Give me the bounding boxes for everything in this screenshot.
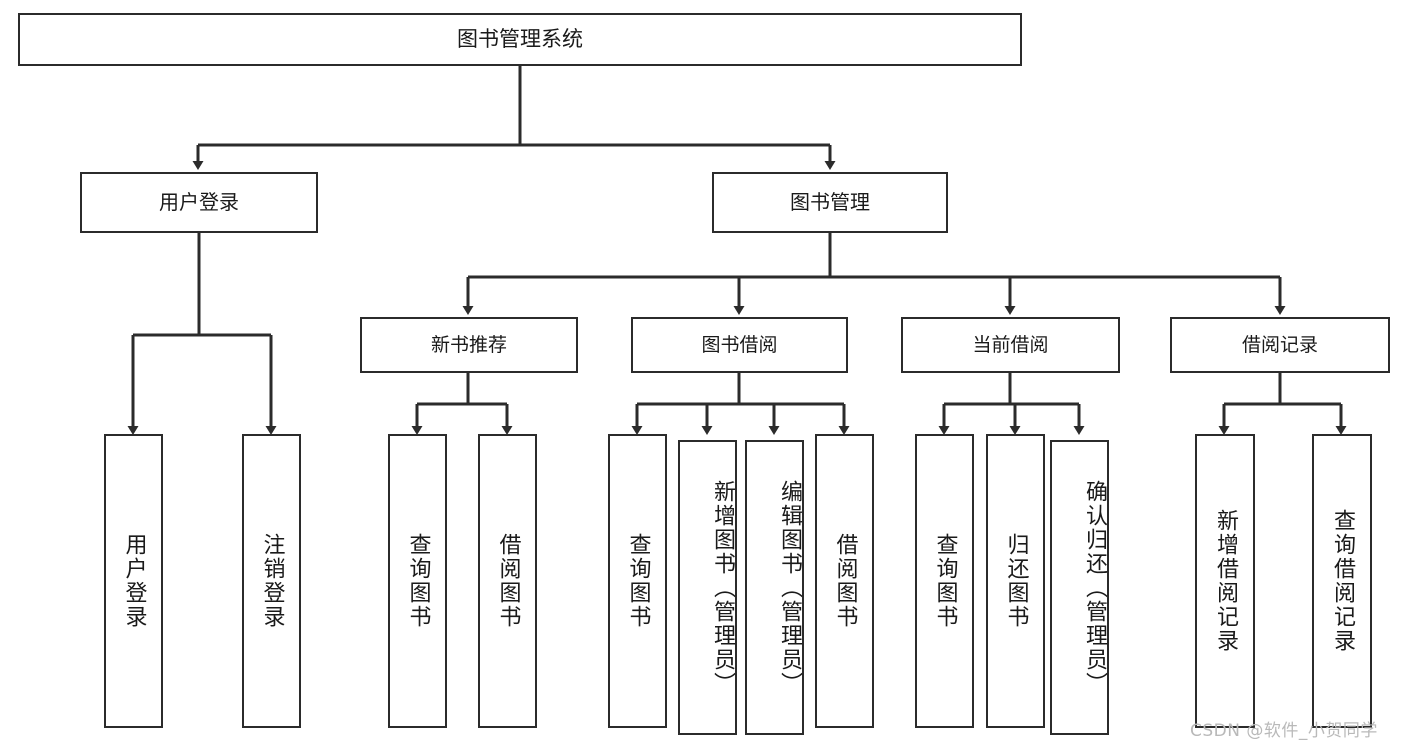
node-label: 新书推荐 (430, 333, 507, 356)
leaf-logout[interactable]: 注销登录 (242, 434, 301, 728)
node-label: 归还图书 (1003, 533, 1029, 629)
leaf-confirm-return-admin[interactable]: 确认归还（管理员） (1050, 440, 1109, 735)
node-label: 查询借阅记录 (1329, 509, 1355, 653)
node-root-system[interactable]: 图书管理系统 (18, 13, 1022, 66)
node-label: 当前借阅 (972, 333, 1049, 356)
node-label: 借阅图书 (832, 533, 858, 629)
node-label: 用户登录 (159, 189, 239, 214)
leaf-borrow-book-recommend[interactable]: 借阅图书 (478, 434, 537, 728)
csdn-watermark: CSDN @软件_小贺同学 (1190, 721, 1378, 741)
node-label: 编辑图书（管理员） (777, 479, 802, 696)
leaf-query-book-recommend[interactable]: 查询图书 (388, 434, 447, 728)
node-borrow-record[interactable]: 借阅记录 (1170, 317, 1390, 373)
node-book-management[interactable]: 图书管理 (712, 172, 948, 233)
leaf-query-book-borrow[interactable]: 查询图书 (608, 434, 667, 728)
leaf-return-book[interactable]: 归还图书 (986, 434, 1045, 728)
node-current-borrow[interactable]: 当前借阅 (901, 317, 1120, 373)
leaf-borrow-book[interactable]: 借阅图书 (815, 434, 874, 728)
leaf-query-book-current[interactable]: 查询图书 (915, 434, 974, 728)
node-label: 查询图书 (405, 533, 431, 629)
node-label: 确认归还（管理员） (1082, 479, 1107, 696)
node-label: 用户登录 (121, 533, 147, 629)
leaf-query-borrow-record[interactable]: 查询借阅记录 (1312, 434, 1372, 728)
node-book-borrow[interactable]: 图书借阅 (631, 317, 848, 373)
node-user-login[interactable]: 用户登录 (80, 172, 318, 233)
node-label: 图书管理系统 (457, 27, 583, 52)
node-label: 借阅图书 (495, 533, 521, 629)
leaf-user-login[interactable]: 用户登录 (104, 434, 163, 728)
node-label: 注销登录 (259, 533, 285, 629)
node-label: 新增图书（管理员） (710, 479, 735, 696)
node-label: 查询图书 (932, 533, 958, 629)
node-label: 查询图书 (625, 533, 651, 629)
node-new-book-recommend[interactable]: 新书推荐 (360, 317, 578, 373)
node-label: 图书借阅 (701, 333, 778, 356)
node-label: 借阅记录 (1241, 333, 1318, 356)
node-label: 新增借阅记录 (1212, 509, 1238, 653)
leaf-edit-book-admin[interactable]: 编辑图书（管理员） (745, 440, 804, 735)
node-label: 图书管理 (790, 189, 870, 214)
leaf-add-book-admin[interactable]: 新增图书（管理员） (678, 440, 737, 735)
leaf-add-borrow-record[interactable]: 新增借阅记录 (1195, 434, 1255, 728)
